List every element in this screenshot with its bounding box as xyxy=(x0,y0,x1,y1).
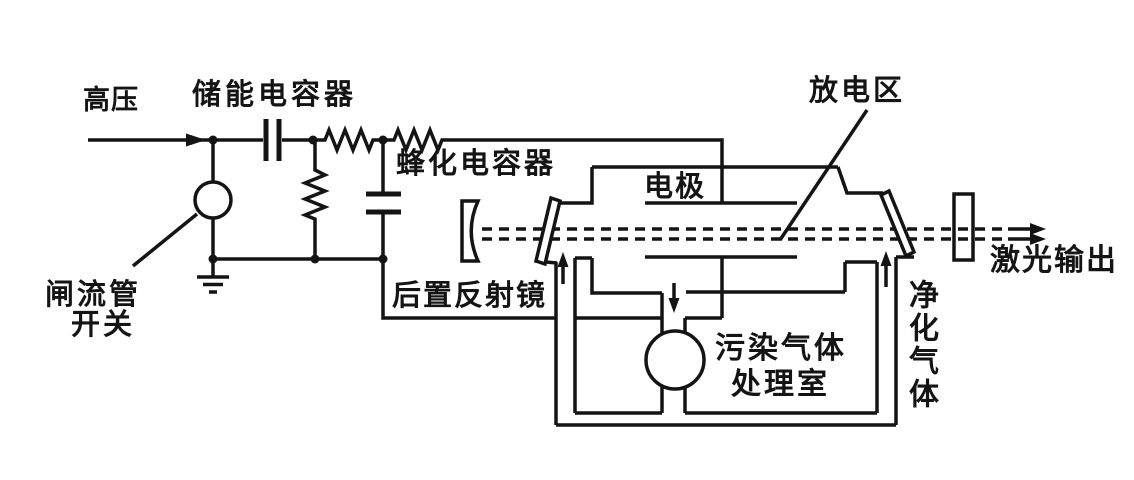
label-electrode: 电极 xyxy=(644,171,707,203)
laser-output-arrow-lower xyxy=(1008,233,1046,245)
label-rear-mirror: 后置反射镜 xyxy=(392,280,548,312)
plenum-baffle-left xyxy=(590,258,662,295)
resistor-and-feed-wire xyxy=(383,125,724,203)
junction-dots xyxy=(208,135,388,264)
gas-up-arrow-right xyxy=(880,251,892,287)
hv-arrow-icon xyxy=(186,133,206,147)
label-treatment-chamber-line1: 污染气体 xyxy=(715,332,847,365)
discharge-leader-line xyxy=(778,109,869,241)
laser-output-arrow-upper xyxy=(1008,223,1046,235)
optical-axis xyxy=(482,223,1046,245)
resistor-symbol xyxy=(300,140,330,259)
label-discharge-region: 放电区 xyxy=(809,75,906,107)
label-storage-capacitor: 储能电容器 xyxy=(192,79,358,111)
right-window-icon xyxy=(878,188,917,259)
label-purified-gas: 净化气体 xyxy=(904,279,937,411)
chamber-right-wall xyxy=(836,166,883,195)
label-peaking-capacitor: 蜂化电容器 xyxy=(396,148,557,180)
label-thyratron-switch-line1: 闸流管 xyxy=(45,279,142,311)
label-treatment-chamber-line2: 处理室 xyxy=(731,368,830,401)
gas-up-arrow-left xyxy=(557,252,569,284)
laser-chamber xyxy=(556,165,883,320)
storage-capacitor-symbol xyxy=(263,119,282,161)
ground-icon xyxy=(197,259,229,294)
chamber-return-wire xyxy=(381,259,556,320)
circulation-pump-icon xyxy=(644,329,706,391)
left-window-icon xyxy=(533,195,563,267)
label-high-voltage: 高压 xyxy=(83,85,139,115)
gas-flow-arrows xyxy=(557,251,892,313)
label-laser-output: 激光输出 xyxy=(990,244,1118,277)
resistor-symbol xyxy=(313,125,383,155)
peaking-capacitor-symbol xyxy=(366,191,401,215)
thyratron-leader-line xyxy=(131,212,199,268)
thyratron-symbol xyxy=(193,180,233,220)
output-mirror-icon xyxy=(952,192,975,262)
pulse-circuit xyxy=(88,119,724,320)
gas-down-arrow-center xyxy=(668,283,680,313)
chamber-left-wall xyxy=(556,167,594,205)
label-thyratron-switch-line2: 开关 xyxy=(71,309,136,341)
rear-mirror-icon xyxy=(460,199,481,263)
